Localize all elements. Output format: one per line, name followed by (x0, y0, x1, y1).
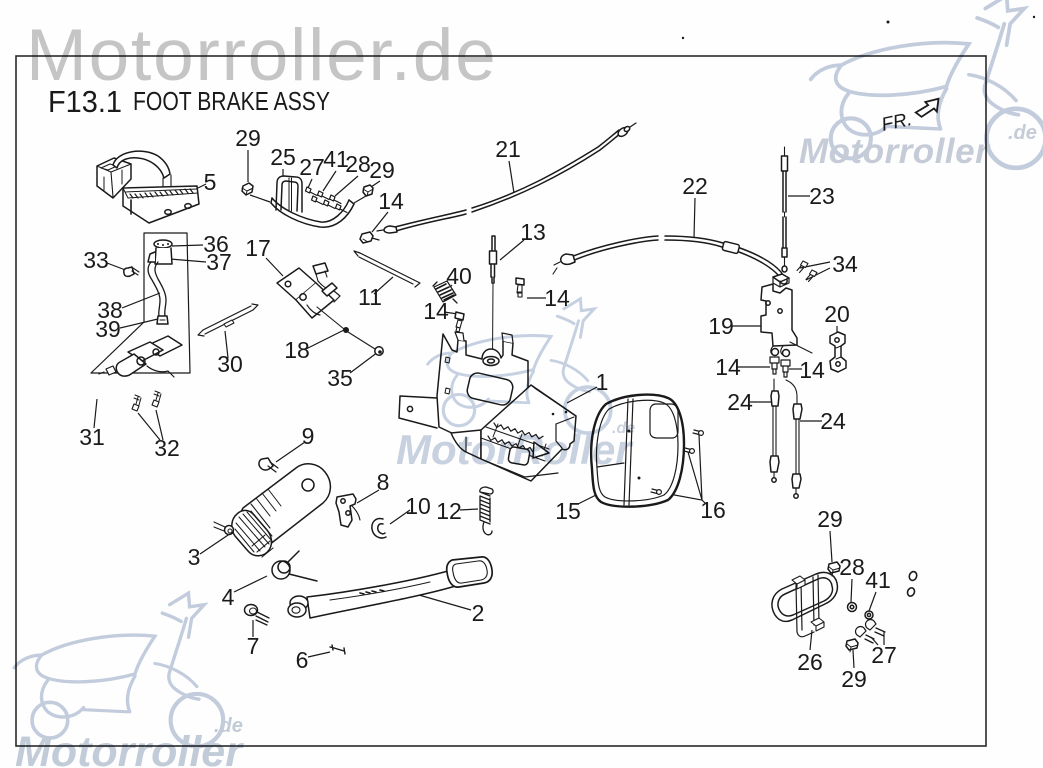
svg-text:14: 14 (423, 298, 449, 324)
svg-text:18: 18 (284, 337, 310, 363)
svg-text:FOOT BRAKE ASSY: FOOT BRAKE ASSY (133, 86, 330, 116)
svg-text:.de: .de (214, 715, 243, 737)
svg-text:20: 20 (824, 301, 850, 327)
svg-text:16: 16 (700, 497, 726, 523)
svg-text:10: 10 (405, 493, 431, 519)
svg-text:5: 5 (204, 169, 217, 195)
svg-text:F13.1: F13.1 (48, 84, 122, 119)
svg-text:4: 4 (222, 584, 235, 610)
svg-text:29: 29 (817, 506, 843, 532)
svg-text:25: 25 (270, 144, 296, 170)
svg-text:3: 3 (188, 544, 201, 570)
svg-text:Motorroller: Motorroller (15, 728, 244, 768)
svg-text:21: 21 (495, 136, 521, 162)
svg-text:14: 14 (715, 354, 741, 380)
svg-text:36: 36 (203, 231, 229, 257)
svg-text:29: 29 (841, 666, 867, 692)
svg-text:8: 8 (377, 469, 390, 495)
svg-text:37: 37 (206, 249, 232, 275)
svg-text:11: 11 (358, 284, 382, 310)
svg-text:30: 30 (217, 351, 243, 377)
svg-text:39: 39 (95, 316, 121, 342)
svg-text:33: 33 (83, 247, 109, 273)
svg-text:26: 26 (797, 649, 823, 675)
svg-text:34: 34 (832, 251, 858, 277)
svg-text:29: 29 (235, 125, 261, 151)
svg-text:29: 29 (369, 157, 395, 183)
svg-text:Motorroller: Motorroller (799, 132, 991, 171)
svg-text:9: 9 (302, 423, 315, 449)
svg-text:38: 38 (97, 297, 123, 323)
svg-text:15: 15 (555, 498, 581, 524)
svg-text:41: 41 (323, 146, 349, 172)
svg-text:40: 40 (446, 263, 472, 289)
svg-text:14: 14 (378, 188, 404, 214)
svg-text:27: 27 (299, 154, 325, 180)
svg-text:24: 24 (820, 408, 846, 434)
svg-text:28: 28 (839, 554, 865, 580)
svg-text:24: 24 (727, 389, 753, 415)
svg-text:19: 19 (708, 313, 734, 339)
svg-text:.de: .de (1008, 122, 1037, 144)
svg-text:35: 35 (327, 365, 353, 391)
svg-text:12: 12 (436, 498, 462, 524)
svg-text:41: 41 (865, 567, 891, 593)
svg-text:2: 2 (472, 600, 485, 626)
svg-text:7: 7 (247, 633, 260, 659)
svg-text:17: 17 (245, 235, 271, 261)
svg-text:22: 22 (682, 173, 708, 199)
svg-text:Motorroller.de: Motorroller.de (26, 15, 498, 96)
svg-text:.de: .de (612, 420, 635, 437)
svg-text:23: 23 (809, 183, 835, 209)
svg-text:27: 27 (871, 642, 897, 668)
svg-text:31: 31 (79, 424, 105, 450)
svg-text:32: 32 (154, 435, 180, 461)
svg-text:28: 28 (345, 151, 371, 177)
svg-text:6: 6 (296, 647, 309, 673)
svg-text:13: 13 (520, 219, 546, 245)
svg-text:MotorRoller: MotorRoller (396, 426, 634, 473)
svg-text:14: 14 (799, 357, 825, 383)
